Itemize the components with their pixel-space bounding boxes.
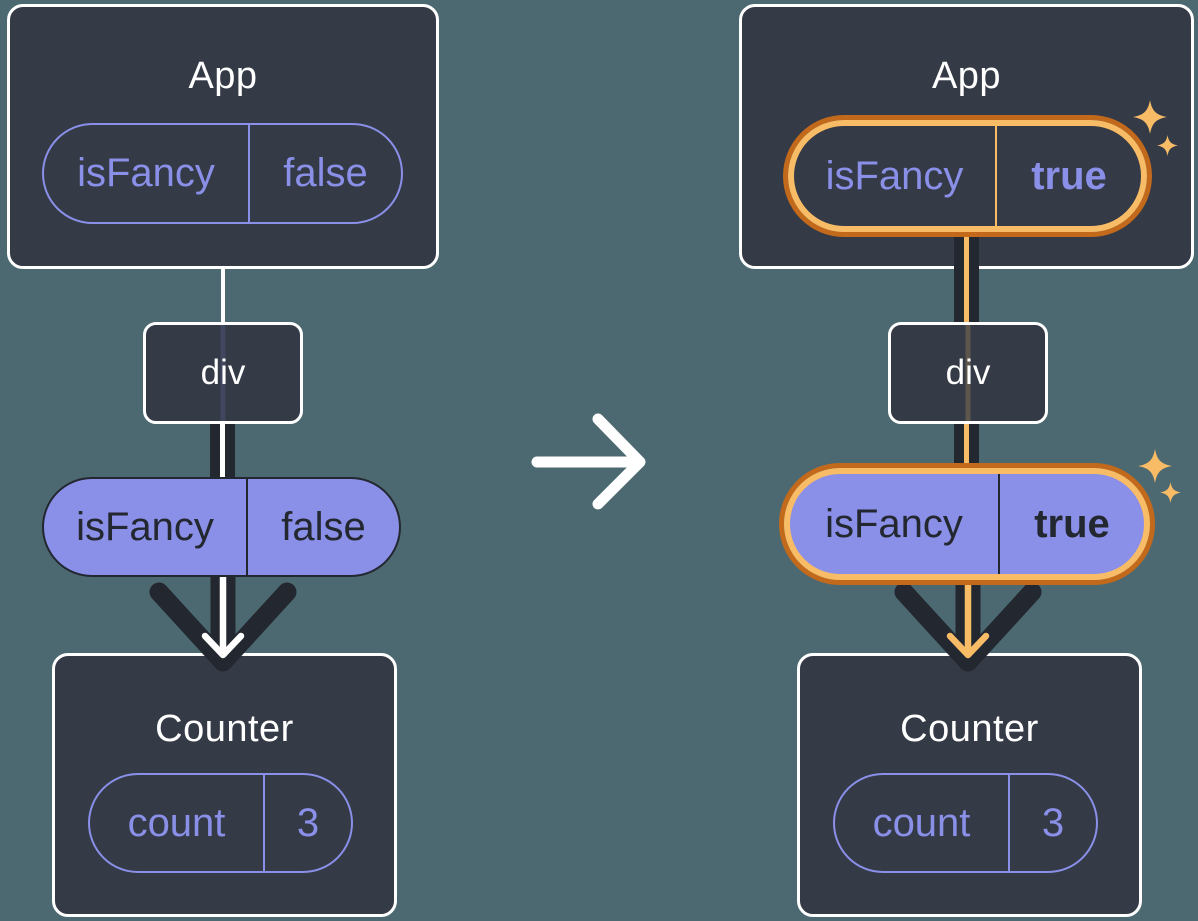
counter-title: Counter [900,708,1039,750]
state-value: false [283,151,368,195]
prop-value: false [281,504,366,549]
sparkle-icon [1157,135,1178,156]
sparkle-icon [1138,449,1172,483]
prop-flow-connector [954,233,979,323]
prop-flow-core [964,233,969,323]
app-state-pill-after-highlighted: isFancy true [783,115,1152,237]
passed-prop-pill-after-highlighted: isFancy true [779,463,1155,585]
prop-flow-core [220,424,225,480]
state-name: count [90,775,265,871]
prop-flow-connector [210,424,235,480]
prop-value: true [1034,501,1110,546]
state-value: 3 [1041,800,1065,845]
counter-state-pill-before: count 3 [88,773,353,873]
div-container-box-after: div [888,322,1048,424]
div-container-box-before: div [143,322,303,424]
counter-state-pill-after: count 3 [833,773,1098,873]
div-label: div [945,353,991,392]
state-name: isFancy [44,125,250,222]
edge-through-div [220,325,226,421]
sparkle-icon [1160,482,1181,503]
edge-through-div [965,325,971,421]
arrow-right-icon [531,413,646,510]
counter-component-box-after: Counter [797,653,1142,917]
app-title: App [931,55,1002,97]
prop-name: isFancy [44,479,248,575]
prop-name: isFancy [790,474,1000,574]
state-name: count [835,775,1010,871]
app-state-pill-before: isFancy false [42,123,403,224]
state-name: isFancy [794,126,997,226]
prop-flow-core [964,424,969,480]
sparkle-icon [1133,100,1167,134]
props-down-arrow-icon [149,573,297,672]
edge-app-to-div [221,268,225,324]
state-value: 3 [296,800,320,845]
div-label: div [200,353,246,392]
state-value: true [1031,153,1107,198]
counter-title: Counter [155,708,294,750]
app-title: App [188,55,258,97]
passed-prop-pill-before: isFancy false [42,477,401,577]
